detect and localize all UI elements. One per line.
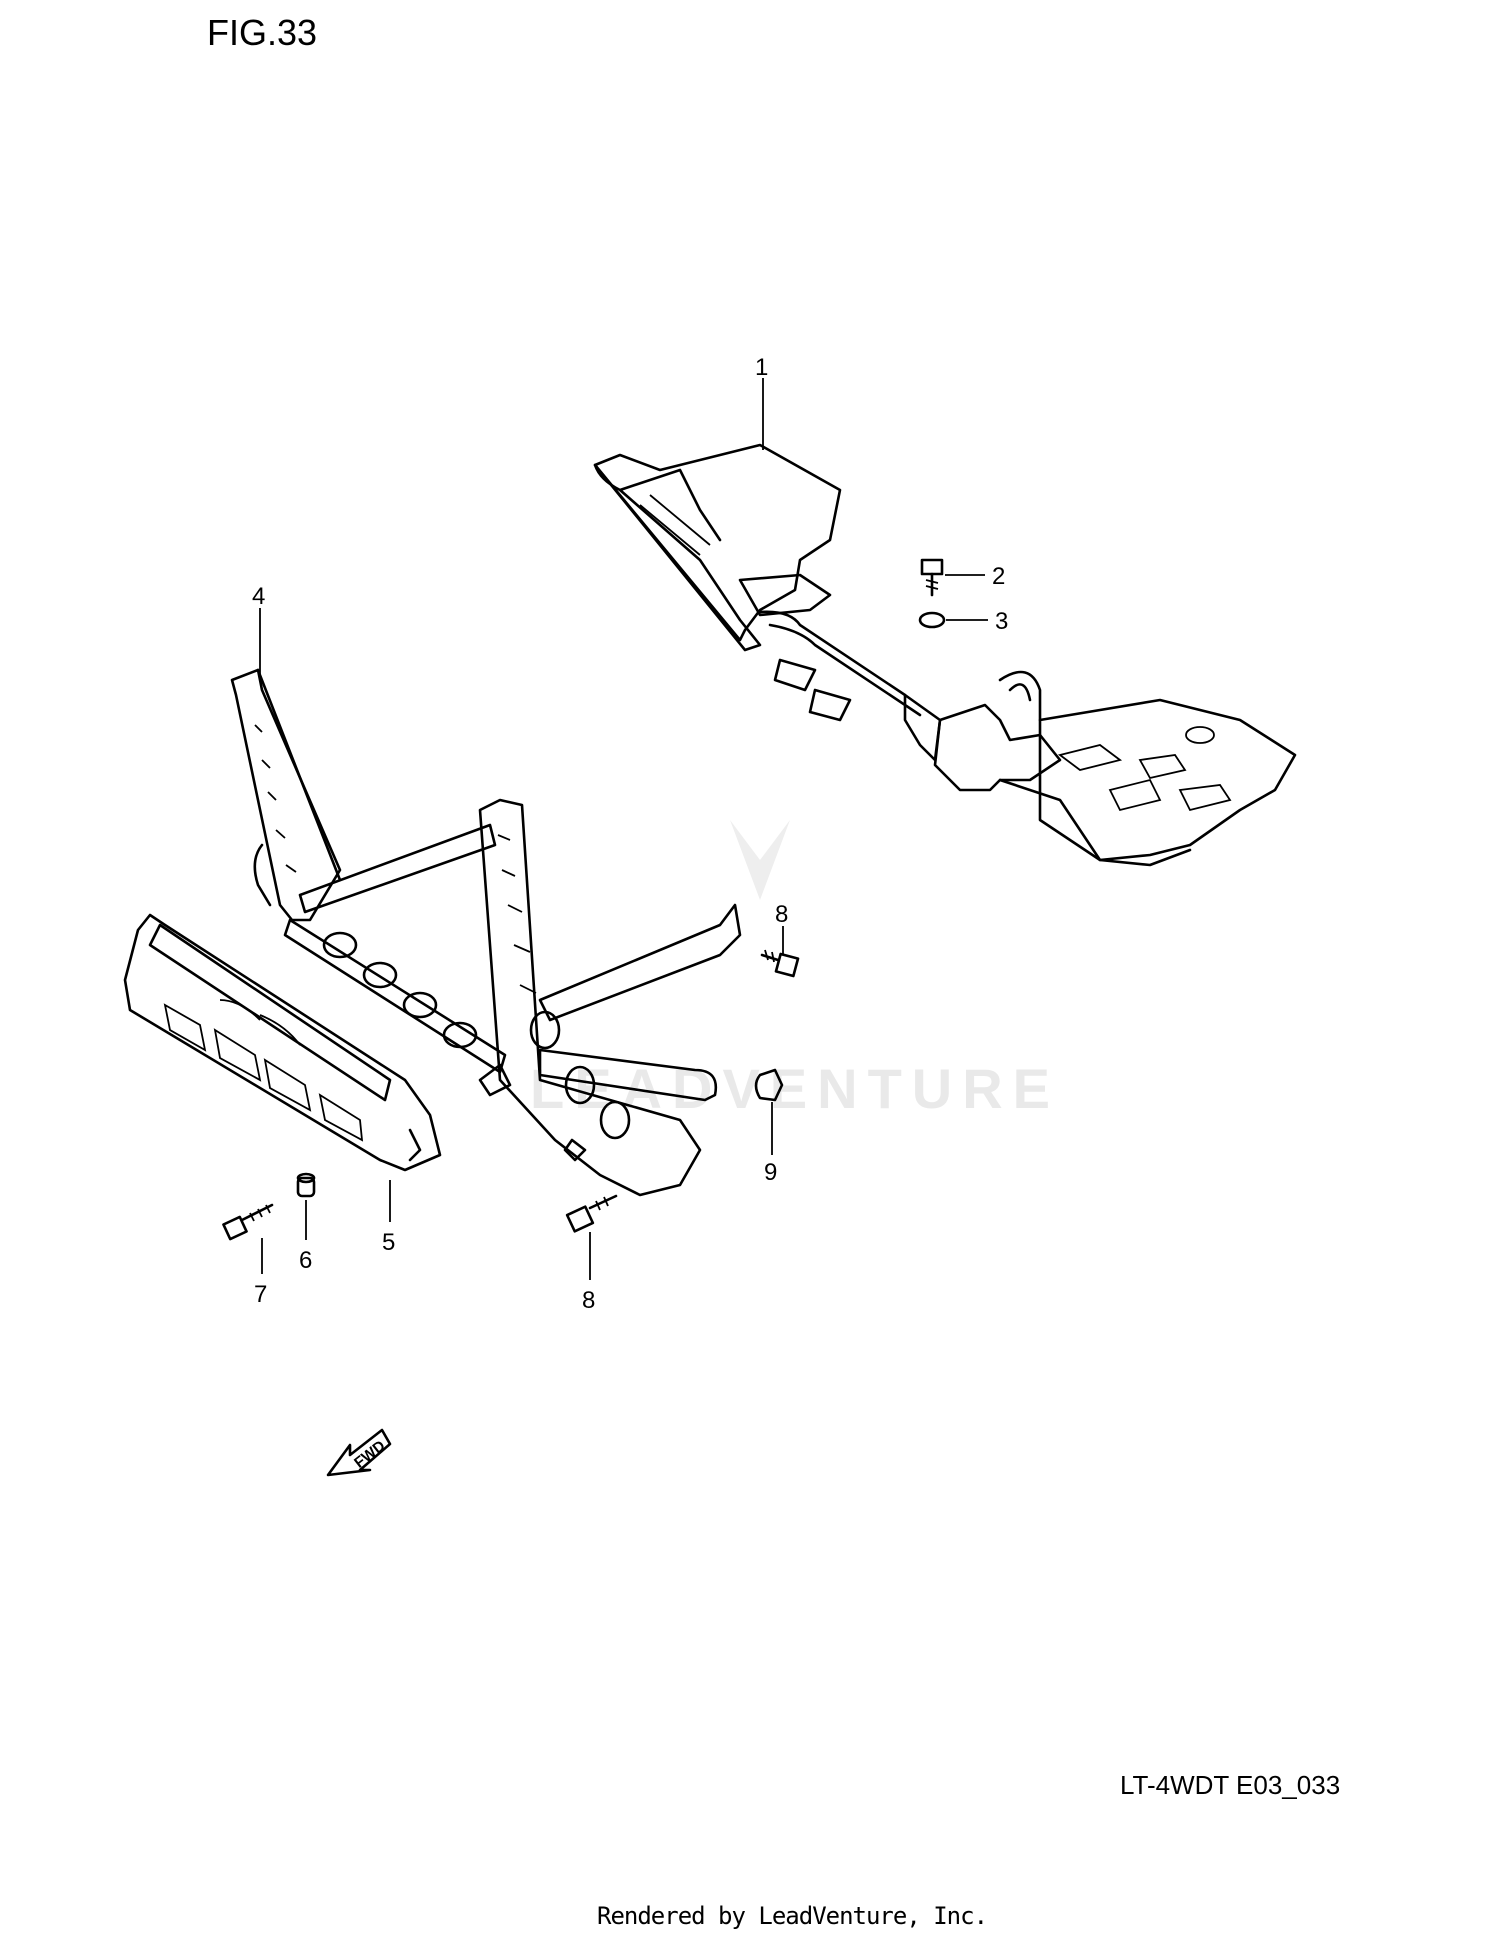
callout-7: 7 bbox=[254, 1281, 267, 1308]
washer-part-3[interactable] bbox=[918, 611, 946, 629]
watermark-text: LEADVENTURE bbox=[530, 1057, 1060, 1120]
callout-8-lower: 8 bbox=[582, 1287, 595, 1314]
callout-8-upper: 8 bbox=[775, 901, 788, 928]
callout-2: 2 bbox=[992, 563, 1005, 590]
callout-3: 3 bbox=[995, 608, 1008, 635]
reference-code: LT-4WDT E03_033 bbox=[1120, 1770, 1341, 1800]
bolt-part-8-upper[interactable] bbox=[760, 949, 800, 978]
nut-part-6[interactable] bbox=[296, 1172, 316, 1198]
callout-9: 9 bbox=[764, 1159, 777, 1186]
figure-title: FIG.33 bbox=[207, 12, 318, 53]
watermark: LEADVENTURE bbox=[530, 820, 1060, 1120]
step-board-cover-part-5[interactable] bbox=[123, 913, 442, 1172]
render-credit: Rendered by LeadVenture, Inc. bbox=[597, 1902, 988, 1930]
fwd-label: FWD bbox=[351, 1437, 389, 1472]
fwd-arrow-icon: FWD bbox=[326, 1428, 392, 1477]
bolt-part-8-lower[interactable] bbox=[565, 1194, 618, 1233]
callout-1: 1 bbox=[755, 354, 768, 381]
footrest-frame-part-4[interactable] bbox=[230, 668, 742, 1197]
callout-4: 4 bbox=[252, 583, 265, 610]
callout-5: 5 bbox=[382, 1229, 395, 1256]
callout-6: 6 bbox=[299, 1247, 312, 1274]
footrest-assembly-part-1[interactable] bbox=[593, 443, 1297, 867]
bolt-part-7[interactable] bbox=[222, 1203, 274, 1241]
bolt-part-2[interactable] bbox=[920, 558, 944, 597]
clip-nut-part-9[interactable] bbox=[754, 1068, 784, 1102]
